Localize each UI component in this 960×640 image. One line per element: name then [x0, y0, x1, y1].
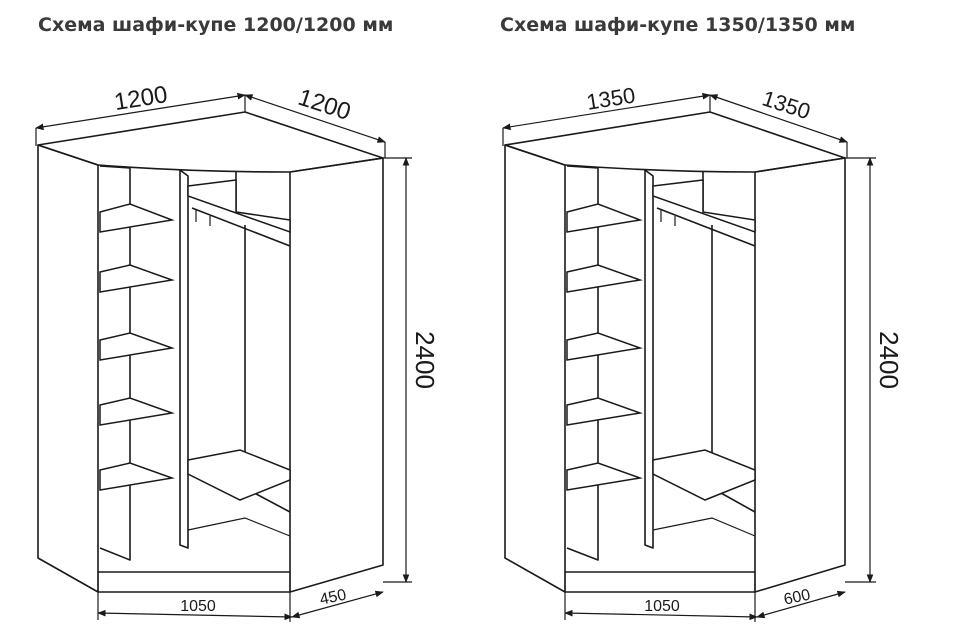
dim-depth: 450 [318, 586, 348, 608]
bottom-shelf [652, 449, 756, 501]
shelf [566, 462, 643, 491]
dim-height: 2400 [410, 331, 440, 389]
dim-width-a: 1200 [112, 81, 169, 116]
shelf [566, 264, 643, 293]
top-shelf [187, 179, 291, 234]
hanging-rod [191, 207, 291, 247]
dim-width-a: 1350 [585, 82, 637, 114]
top-panel [504, 111, 846, 173]
shelf [566, 397, 643, 426]
dim-width-b: 1200 [295, 84, 354, 126]
left-side-panel [504, 144, 566, 593]
shelf [99, 264, 175, 293]
shelf [99, 397, 175, 426]
center-partition [179, 169, 189, 549]
right-side-panel [289, 157, 384, 593]
shelf [566, 203, 643, 233]
scheme-title-right: Схема шафи-купе 1350/1350 мм [500, 14, 856, 36]
shelf [99, 203, 175, 233]
dim-front: 1050 [644, 598, 680, 615]
bottom-panel [98, 571, 290, 593]
shelf [99, 462, 175, 491]
top-shelf [652, 179, 756, 234]
shelf [566, 332, 643, 361]
dim-width-b: 1350 [759, 85, 813, 124]
dim-depth: 600 [782, 586, 812, 608]
wardrobe-right: 1350 1350 2400 1050 600 [502, 82, 904, 622]
left-side-panel [37, 144, 99, 593]
bottom-shelf [187, 449, 291, 501]
center-partition [644, 169, 654, 549]
right-side-panel [754, 157, 846, 593]
wardrobe-left: 1200 1200 2400 1050 450 [35, 81, 440, 622]
shelf-column [566, 165, 599, 561]
bottom-panel [565, 571, 755, 593]
hanging-rod [656, 207, 756, 247]
shelf [99, 332, 175, 361]
dim-height: 2400 [874, 331, 904, 389]
shelf-column [99, 165, 131, 561]
scheme-title-left: Схема шафи-купе 1200/1200 мм [38, 14, 394, 36]
dim-front: 1050 [180, 598, 216, 615]
